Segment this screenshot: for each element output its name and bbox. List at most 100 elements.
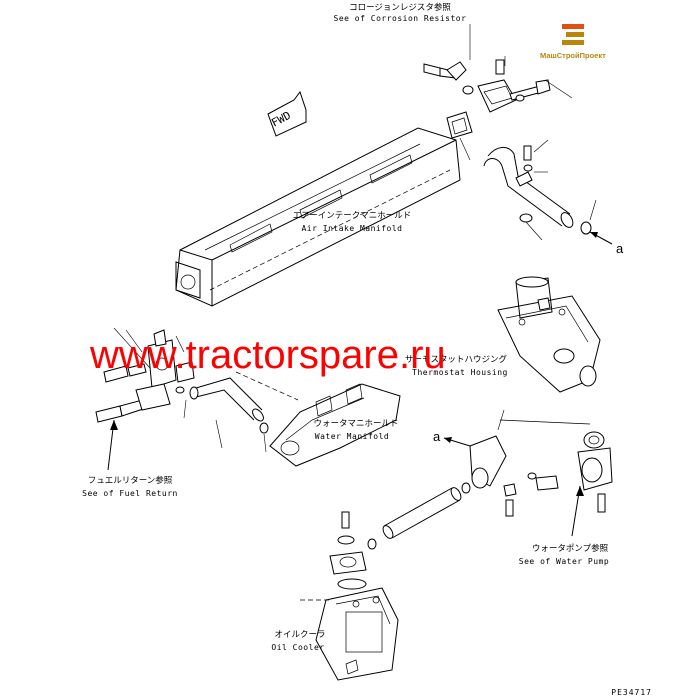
water-manifold-hidden	[235, 371, 299, 401]
leader-oring-upper	[589, 199, 597, 221]
fuel-bolt-top	[153, 329, 167, 347]
leader-middle-pipe	[215, 419, 223, 449]
pipe-middle-top	[195, 377, 263, 411]
oring-pipe-lower	[461, 482, 471, 494]
elbow-outlet	[471, 467, 489, 489]
pump-bolt	[597, 493, 606, 513]
pipe-lower-end-left	[382, 525, 394, 539]
manifold-boss-1	[229, 223, 273, 253]
washer-pipe-clamp	[523, 164, 533, 172]
air-intake-manifold-label-jp: エアーインテークマニホールド	[293, 211, 412, 221]
fuel-return-group	[95, 327, 195, 423]
water-manifold-boss-1	[315, 395, 333, 417]
logo-bar-2	[566, 32, 584, 37]
water-manifold-body	[269, 383, 401, 467]
oil-cooler-stack	[315, 511, 399, 681]
leader-oring	[525, 221, 543, 241]
gasket-upper	[446, 111, 473, 139]
manifold-top-edge	[211, 139, 457, 261]
fuel-return-label-jp: フュエルリターン参照	[88, 475, 173, 486]
gasket-upper-hole	[451, 117, 468, 135]
pipe-upper-bottom	[483, 158, 563, 227]
manifold-boss-3	[369, 154, 413, 184]
oil-bolt-top	[341, 511, 350, 529]
fuel-bolt-long	[95, 405, 123, 423]
corrosion-resistor-label-en: See of Corrosion Resistor	[334, 14, 467, 23]
manifold-inlet-hole	[180, 274, 196, 290]
washer-corrosion-2	[515, 94, 525, 102]
fwd-arrow-box	[267, 90, 307, 137]
leader-oring-middle	[263, 433, 267, 453]
oring-lower	[519, 213, 533, 223]
elbow-link-line	[499, 419, 591, 425]
water-pump-connector	[577, 431, 613, 513]
leader-fuel-2	[125, 329, 143, 353]
fuel-washer	[175, 386, 185, 394]
drawing-reference: PE34717	[611, 688, 652, 697]
lower-water-pipe	[367, 482, 471, 550]
pipe-clamp	[515, 171, 533, 187]
leader-bolt-right	[544, 79, 573, 99]
oil-cooler-body	[315, 587, 399, 681]
pipe-lower-end-right	[450, 487, 462, 501]
pump-connector-port	[581, 457, 603, 483]
manifold-front-face	[179, 249, 213, 306]
water-manifold-label-jp: ウォータマニホールド	[313, 419, 398, 429]
pipe-middle-bottom	[191, 389, 255, 421]
pipe-upper-end	[560, 212, 574, 228]
pointer-a-upper: a	[616, 241, 624, 256]
fuel-plate	[135, 383, 171, 411]
fuel-fitting	[175, 361, 195, 383]
oil-cooler-bolt-1	[352, 600, 360, 608]
water-pump-label-en: See of Water Pump	[519, 557, 609, 566]
water-pump-label-jp: ウォータポンプ参照	[532, 543, 609, 554]
pump-gasket	[583, 431, 605, 449]
water-manifold-boss-2	[345, 383, 363, 405]
logo-bar-1	[562, 24, 584, 29]
pipe-lower-bottom	[391, 499, 461, 539]
middle-water-pipe	[189, 377, 269, 453]
water-manifold	[235, 371, 401, 467]
manifold-boss-2	[299, 189, 343, 219]
oring-middle	[259, 422, 269, 434]
oil-gasket	[337, 578, 367, 590]
pointer-a-upper-arrow	[590, 232, 598, 238]
pump-gasket-hole	[588, 435, 600, 445]
air-intake-manifold	[175, 127, 461, 307]
thermostat-ridge	[505, 305, 589, 343]
manifold-inlet-port	[175, 261, 201, 299]
fuel-flange-hole	[155, 357, 169, 371]
oil-cooler-core	[345, 611, 383, 653]
leader-elbow	[497, 409, 505, 431]
leader-fuel-1	[113, 327, 151, 369]
oil-cooler-label-jp: オイルクーラ	[274, 630, 325, 640]
air-intake-manifold-label-en: Air Intake Manifold	[301, 224, 402, 233]
watermark: www.tractorspare.ru	[89, 333, 446, 377]
water-manifold-ridge	[285, 397, 365, 441]
leader-clamp-bolt	[533, 139, 549, 153]
lower-elbow	[469, 409, 591, 517]
thermostat-small-bolt	[537, 297, 551, 311]
fuel-bolt-mid	[103, 365, 129, 383]
fwd-text: FWD	[269, 109, 293, 130]
thermostat-cap-top	[515, 276, 549, 288]
manifold-ridge-1	[204, 143, 421, 251]
elbow-fitting	[446, 61, 467, 81]
water-manifold-label-en: Water Manifold	[315, 432, 389, 441]
pipe-middle-end-left	[189, 386, 199, 400]
bolt-corrosion-2-head	[535, 79, 551, 95]
oil-cooler-ridge	[335, 595, 391, 625]
oil-cooler-label-en: Oil Cooler	[271, 643, 324, 652]
oil-cooler-bolt-2	[372, 596, 380, 604]
thermostat-outlet-2	[579, 365, 597, 387]
oil-cover	[329, 551, 367, 575]
manifold-hidden-line	[209, 169, 451, 291]
fuel-return-arrow	[110, 420, 118, 430]
upper-water-pipe	[483, 139, 597, 241]
bolt-corrosion-1	[423, 63, 441, 77]
corrosion-resistor-label-jp: コロージョンレジスタ参照	[349, 2, 451, 13]
company-logo: МашСтройПроект	[540, 24, 606, 60]
pipe-lower-top	[383, 487, 453, 527]
